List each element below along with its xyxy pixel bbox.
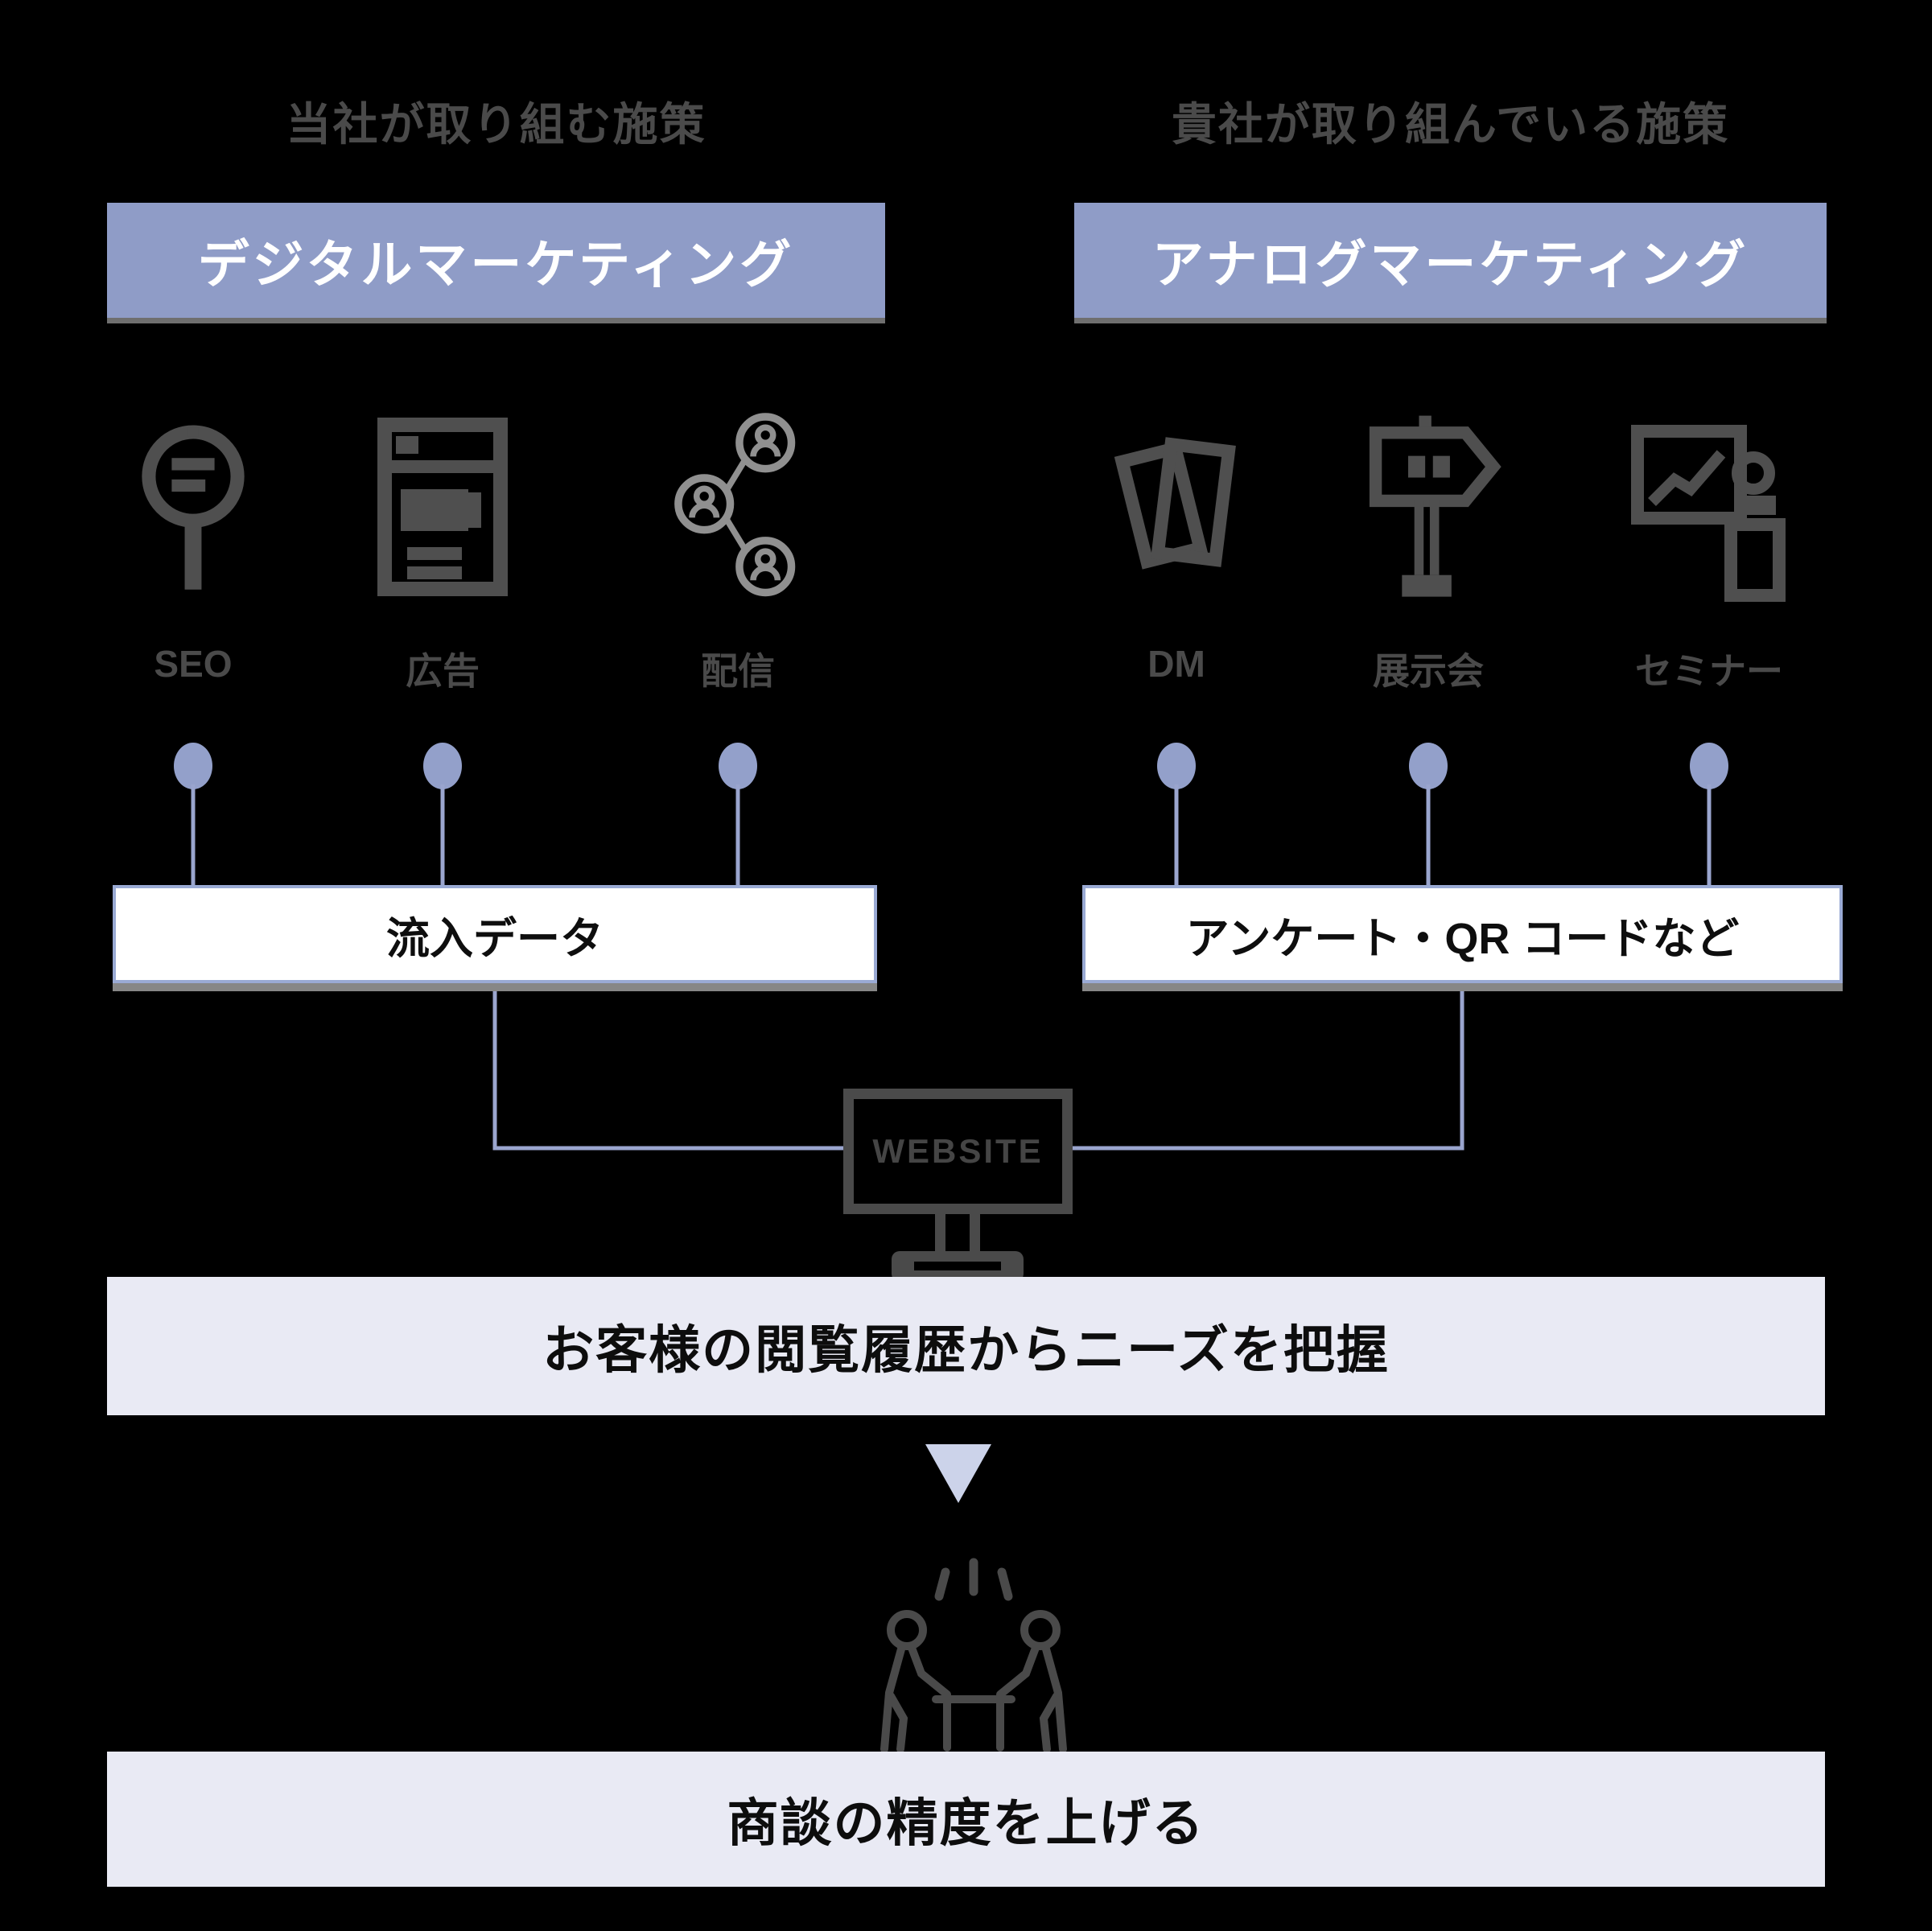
search-icon: [89, 396, 298, 621]
monitor-icon: WEBSITE: [837, 1078, 1078, 1283]
label-ads: 広告: [406, 650, 480, 692]
right-column-heading: 貴社が取り組んでいる施策: [1171, 99, 1730, 150]
business-meeting-icon: [865, 1546, 1082, 1754]
direct-mail-icon: [1072, 396, 1281, 621]
share-network-icon: [633, 396, 842, 621]
website-label: WEBSITE: [843, 1089, 1073, 1214]
signpost-icon: [1324, 396, 1533, 621]
down-arrow-icon: [925, 1444, 991, 1503]
monitor-base-slot: [914, 1262, 1001, 1270]
label-seminar: セミナー: [1635, 650, 1783, 692]
survey-qr-box: アンケート・QR コードなど: [1082, 885, 1843, 983]
browser-ad-icon: [338, 396, 547, 621]
negotiation-accuracy-box: 商談の精度を上げる: [107, 1752, 1825, 1887]
label-distribution: 配信: [701, 650, 775, 692]
digital-marketing-header: デジタルマーケティング: [107, 203, 885, 318]
analog-marketing-header: アナログマーケティング: [1074, 203, 1827, 318]
seminar-icon: [1605, 396, 1814, 621]
monitor-stand-neck: [935, 1214, 980, 1251]
left-column-heading: 当社が取り組む施策: [286, 99, 706, 150]
needs-grasp-box: お客様の閲覧履歴からニーズを把握: [107, 1277, 1825, 1415]
label-seo: SEO: [154, 643, 233, 685]
label-exhibition: 展示会: [1373, 650, 1484, 692]
inflow-data-box: 流入データ: [113, 885, 877, 983]
label-dm: DM: [1147, 643, 1205, 685]
